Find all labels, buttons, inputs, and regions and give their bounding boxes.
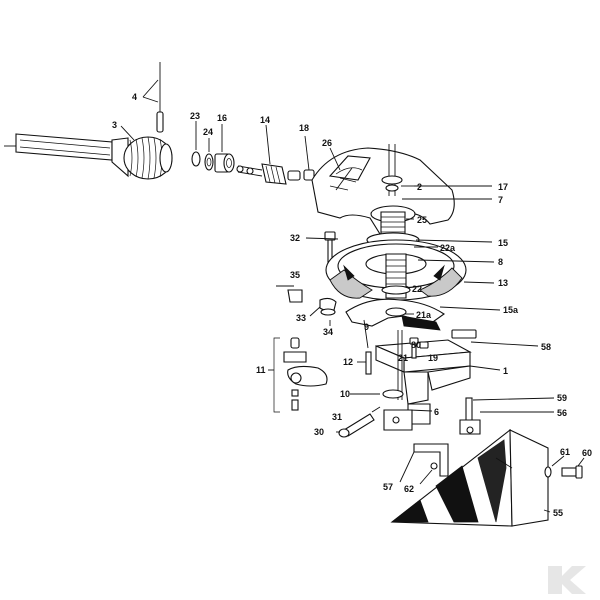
washer-part-10 <box>382 389 404 399</box>
callout-30: 30 <box>314 427 324 437</box>
callout-3: 3 <box>112 120 117 130</box>
brand-logo-icon <box>548 566 586 594</box>
pin-part-4 <box>142 62 164 133</box>
callout-18: 18 <box>299 123 309 133</box>
callout-17: 17 <box>498 182 508 192</box>
frame-part-1 <box>375 329 477 431</box>
callout-13: 13 <box>498 278 508 288</box>
gearbox-housing-part-7 <box>311 147 455 235</box>
callout-21a: 21a <box>416 310 432 320</box>
callout-24: 24 <box>203 127 213 137</box>
callout-22: 22 <box>412 284 422 294</box>
callout-34: 34 <box>323 327 333 337</box>
callout-35: 35 <box>290 270 300 280</box>
callout-19: 19 <box>428 353 438 363</box>
callout-59: 59 <box>557 393 567 403</box>
arm-part-9 <box>363 319 372 375</box>
callout-16: 16 <box>217 113 227 123</box>
cutter-disc-part-15a <box>345 298 445 331</box>
callout-56: 56 <box>557 408 567 418</box>
callout-labels: 3 4 23 24 16 14 18 26 2 17 7 25 32 15 22… <box>112 92 592 518</box>
callout-9: 9 <box>364 322 369 332</box>
callout-2: 2 <box>417 182 422 192</box>
callout-62: 62 <box>404 484 414 494</box>
callout-32: 32 <box>290 233 300 243</box>
callout-10: 10 <box>340 389 350 399</box>
safety-shield-part-55 <box>390 428 549 527</box>
bracket-parts-56-59 <box>459 397 481 435</box>
bracket-group-part-11 <box>268 337 328 413</box>
sleeve-part-18 <box>303 135 315 181</box>
callout-8: 8 <box>498 257 503 267</box>
bolts-21-19-80 <box>409 337 429 359</box>
callout-33: 33 <box>296 313 306 323</box>
callout-6: 6 <box>434 407 439 417</box>
callout-21: 21 <box>398 353 408 363</box>
leader-lines <box>120 121 585 513</box>
ring-housing-part-13 <box>325 239 467 301</box>
callout-11: 11 <box>256 365 266 375</box>
callout-25: 25 <box>417 215 427 225</box>
callout-60: 60 <box>582 448 592 458</box>
callout-4: 4 <box>132 92 137 102</box>
callout-58: 58 <box>541 342 551 352</box>
clevis-pin-parts-30-31 <box>338 406 381 438</box>
callout-61: 61 <box>560 447 570 457</box>
callout-55: 55 <box>553 508 563 518</box>
callout-1: 1 <box>503 366 508 376</box>
callout-80: 80 <box>411 340 421 350</box>
callout-23: 23 <box>190 111 200 121</box>
callout-57: 57 <box>383 482 393 492</box>
bolt-parts-60-61 <box>544 465 583 479</box>
callout-7: 7 <box>498 195 503 205</box>
callout-15: 15 <box>498 238 508 248</box>
pinion-shaft-part-14 <box>236 124 301 185</box>
callout-31: 31 <box>332 412 342 422</box>
callout-14: 14 <box>260 115 270 125</box>
drive-shaft-assembly <box>4 133 173 180</box>
callout-26: 26 <box>322 138 332 148</box>
bearing-stack <box>191 151 235 173</box>
callout-15a: 15a <box>503 305 519 315</box>
callout-12: 12 <box>343 357 353 367</box>
callout-22a: 22a <box>440 243 456 253</box>
small-parts-35-33-34 <box>276 285 337 316</box>
